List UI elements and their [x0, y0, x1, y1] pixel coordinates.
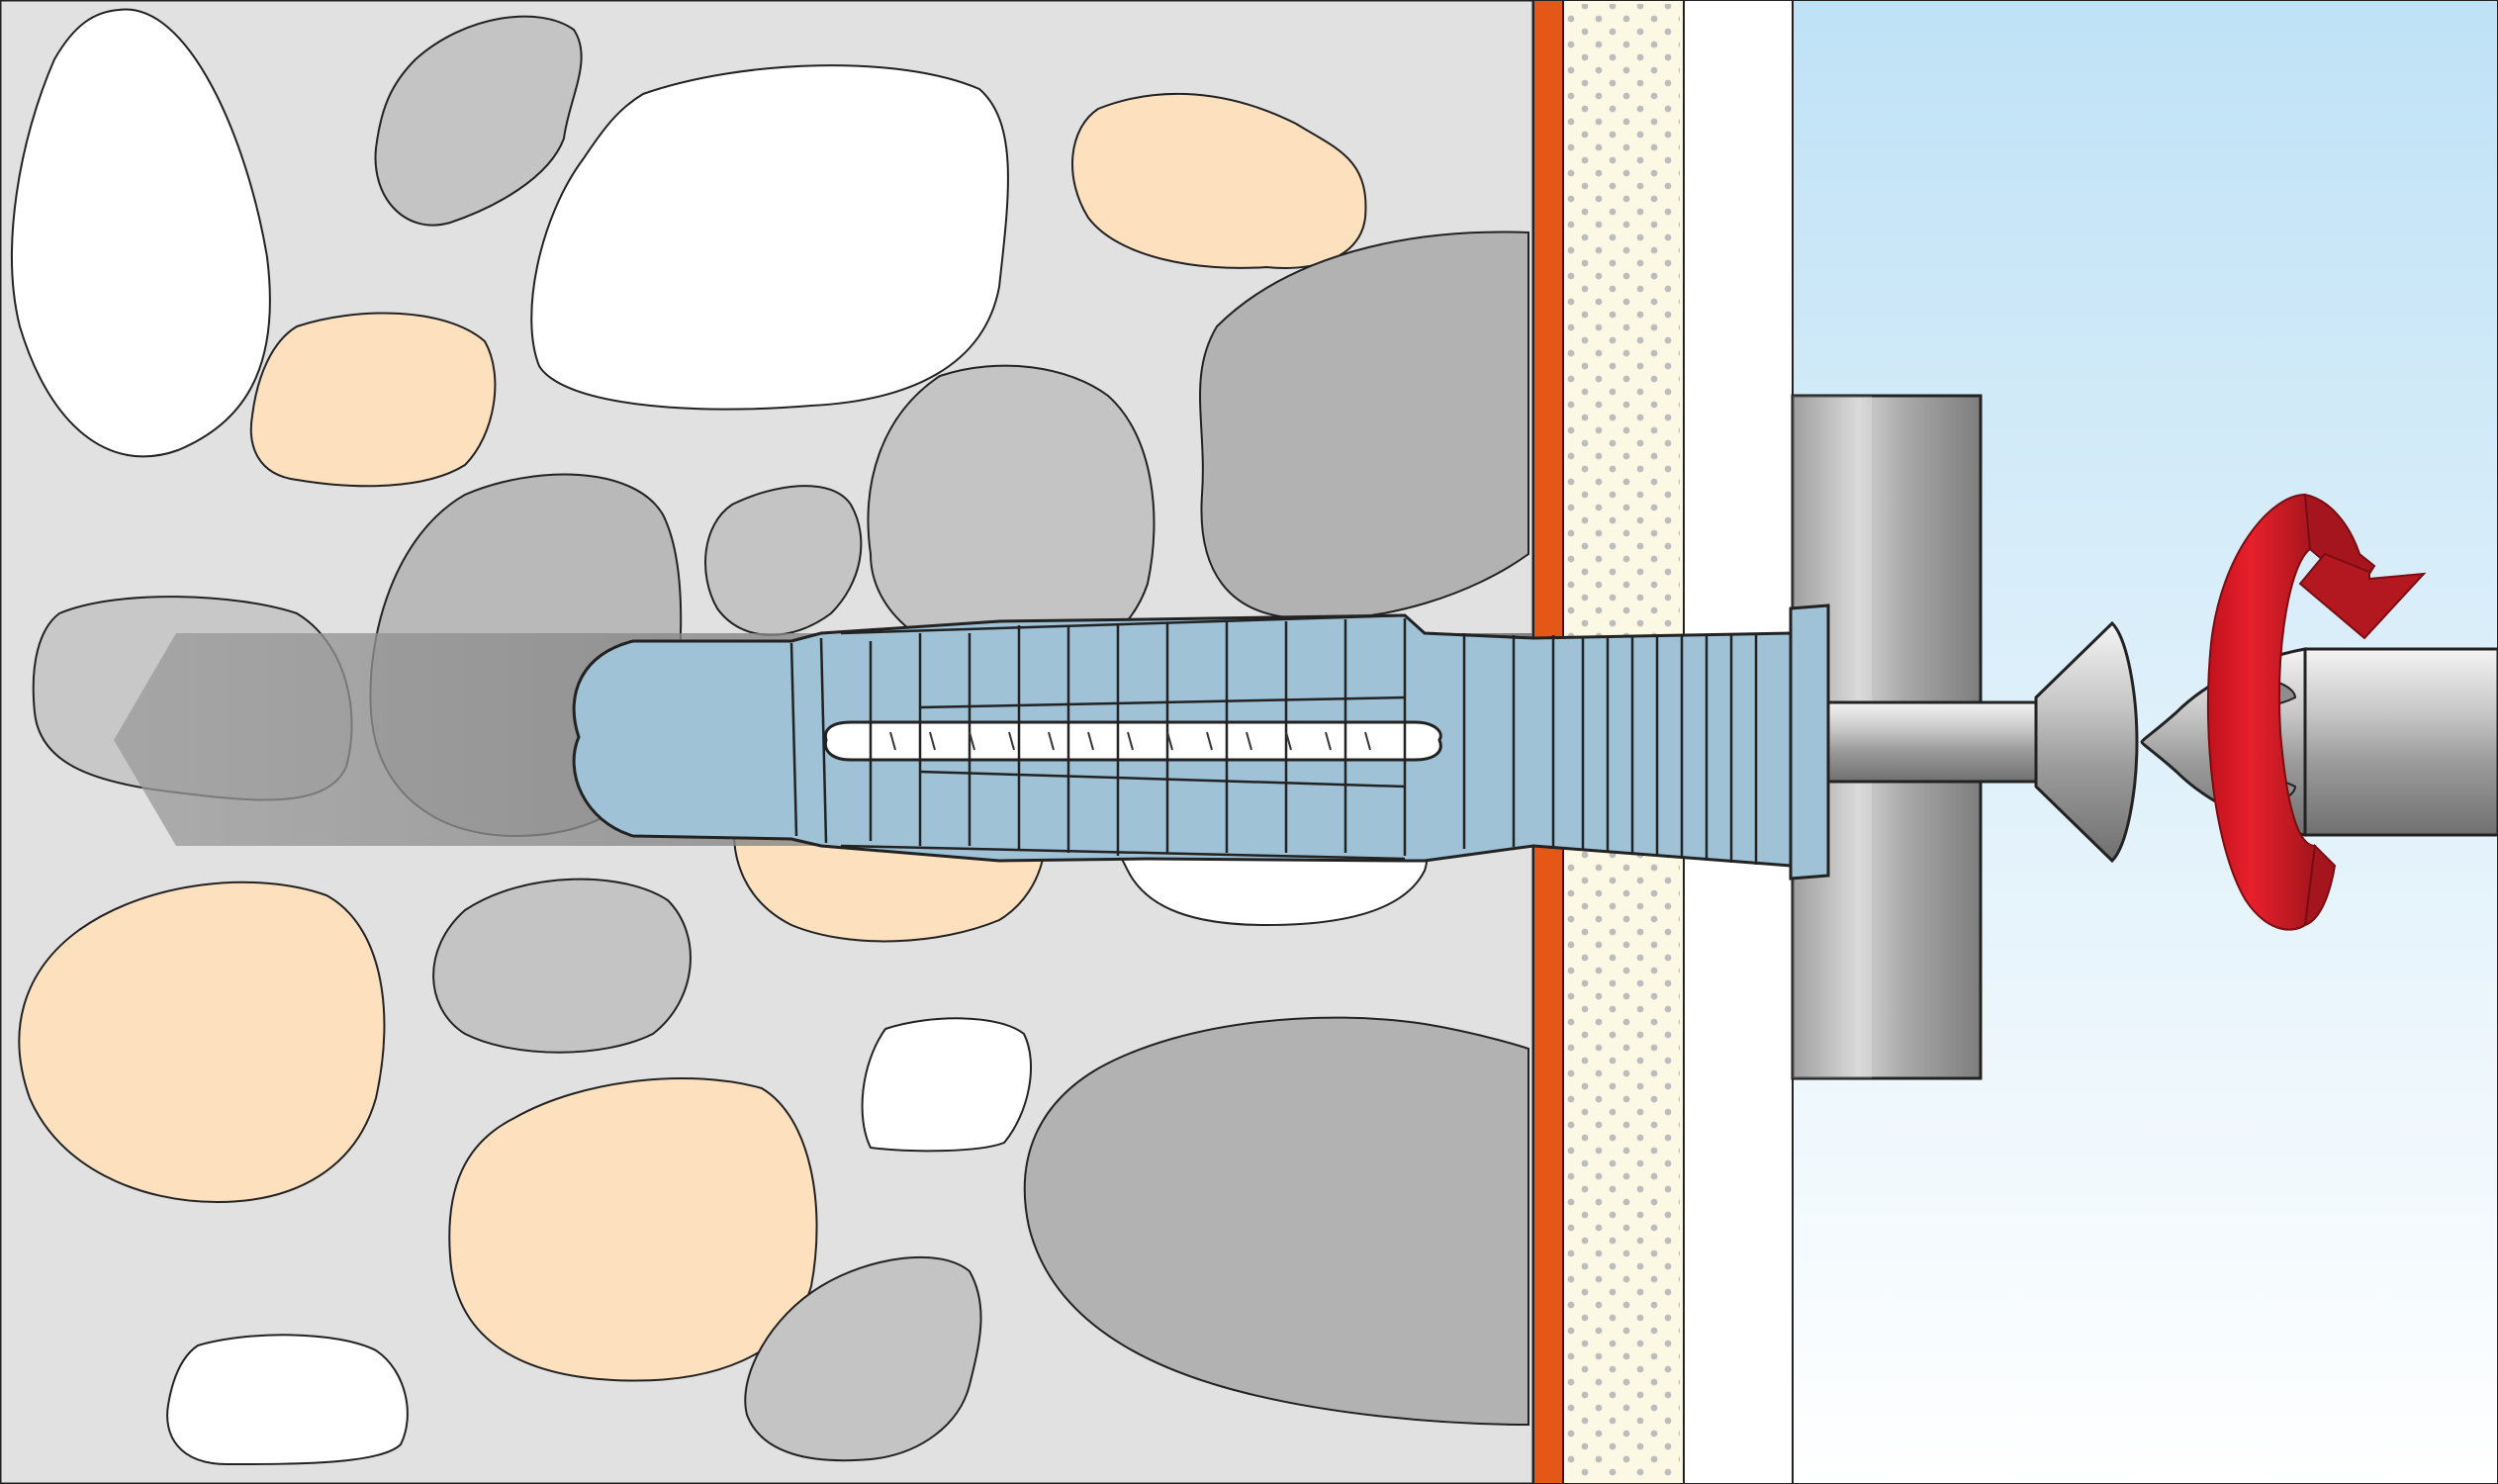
wall-plug: [572, 603, 1830, 881]
rotation-arrow-icon: [2206, 493, 2427, 931]
aggregate-sand-2: [249, 312, 497, 488]
aggregate-grey-8: [744, 1255, 982, 1462]
aggregate-white-5: [166, 1334, 409, 1466]
aggregate-grey-7: [432, 878, 692, 1054]
aggregate-sand-4: [18, 881, 386, 1204]
screw: [1826, 620, 2139, 864]
aggregate-dark-1: [1023, 1016, 1529, 1427]
aggregate-grey-4: [704, 485, 863, 636]
concrete-wall: [0, 0, 1535, 1484]
aggregate-white-1: [11, 8, 271, 458]
aggregate-white-4: [861, 1017, 1033, 1153]
aggregate-grey-1: [374, 15, 583, 227]
aggregate-sand-5: [448, 1077, 818, 1382]
aggregate-white-2: [530, 64, 1009, 411]
